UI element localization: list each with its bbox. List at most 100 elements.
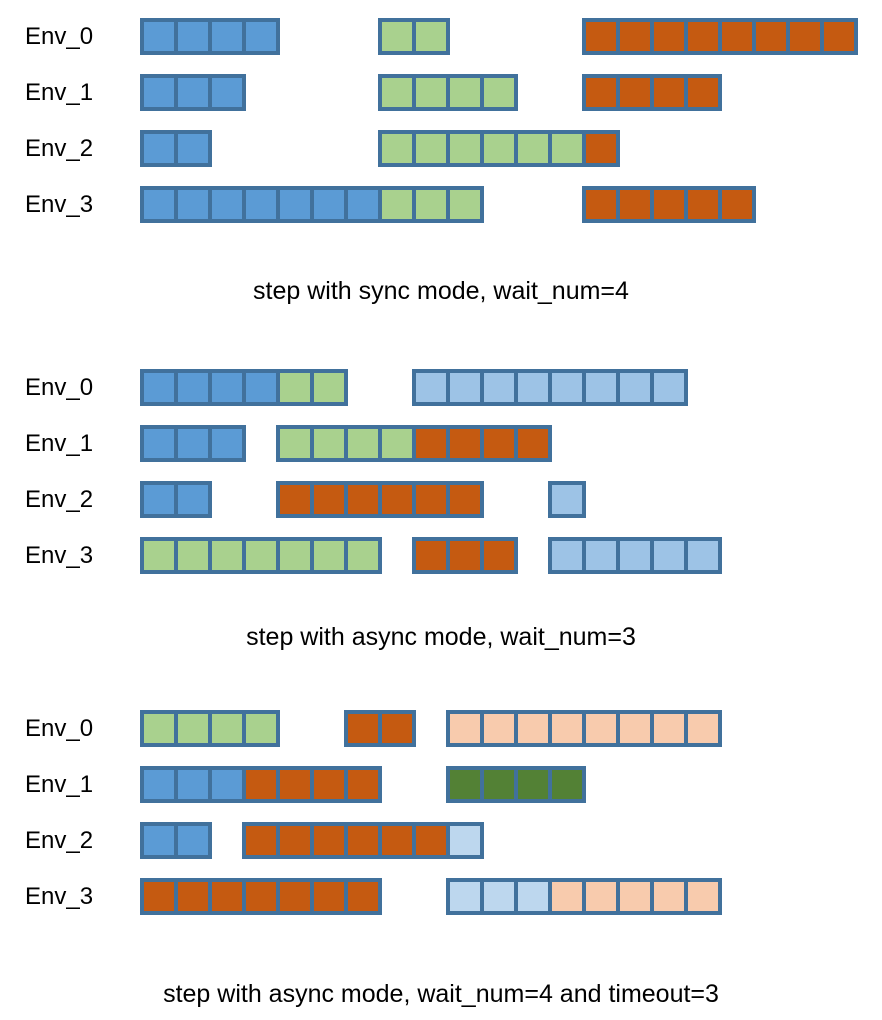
- env-row: Env_0: [0, 18, 882, 55]
- step-cell-light_blue: [552, 373, 582, 402]
- step-block: [140, 425, 246, 462]
- step-cell-light_blue: [586, 373, 616, 402]
- step-block: [140, 18, 280, 55]
- step-cell-green: [246, 714, 276, 743]
- step-cell-pale_orange: [620, 714, 650, 743]
- step-cell-busy_blue: [144, 22, 174, 51]
- step-cell-pale_orange: [620, 882, 650, 911]
- step-cell-pale_blue: [484, 882, 514, 911]
- step-cell-green: [280, 373, 310, 402]
- step-cell-green: [382, 22, 412, 51]
- step-cell-busy_blue: [178, 429, 208, 458]
- step-cell-orange: [790, 22, 820, 51]
- step-cell-orange: [450, 485, 480, 514]
- step-block: [412, 369, 688, 406]
- env-row: Env_3: [0, 878, 882, 915]
- env-row: Env_0: [0, 710, 882, 747]
- step-cell-orange: [756, 22, 786, 51]
- step-block: [276, 481, 484, 518]
- step-cell-green: [314, 373, 344, 402]
- step-block: [446, 710, 722, 747]
- step-cell-orange: [382, 826, 412, 855]
- step-block: [242, 822, 484, 859]
- step-cell-orange: [620, 190, 650, 219]
- step-cell-orange: [586, 22, 616, 51]
- step-cell-orange: [586, 78, 616, 107]
- step-cell-orange: [280, 770, 310, 799]
- step-cell-pale_orange: [688, 714, 718, 743]
- env-label: Env_0: [25, 715, 94, 742]
- env-row: Env_3: [0, 186, 882, 223]
- step-cell-orange: [348, 770, 378, 799]
- env-row: Env_2: [0, 822, 882, 859]
- step-cell-busy_blue: [314, 190, 344, 219]
- env-label: Env_2: [25, 486, 94, 513]
- step-cell-orange: [178, 882, 208, 911]
- step-block: [378, 74, 518, 111]
- step-cell-green: [314, 541, 344, 570]
- step-block: [140, 186, 484, 223]
- step-cell-green: [382, 429, 412, 458]
- step-block: [140, 766, 382, 803]
- step-cell-green: [178, 541, 208, 570]
- step-cell-green: [416, 22, 446, 51]
- step-cell-orange: [620, 78, 650, 107]
- step-cell-pale_orange: [552, 714, 582, 743]
- step-cell-orange: [314, 485, 344, 514]
- step-cell-busy_blue: [178, 78, 208, 107]
- step-cell-busy_blue: [178, 22, 208, 51]
- step-cell-light_blue: [620, 373, 650, 402]
- step-cell-pale_orange: [586, 882, 616, 911]
- step-cell-green: [382, 134, 412, 163]
- step-cell-green: [416, 190, 446, 219]
- step-cell-pale_orange: [552, 882, 582, 911]
- step-cell-busy_blue: [144, 190, 174, 219]
- step-cell-orange: [586, 134, 616, 163]
- step-cell-busy_blue: [212, 429, 242, 458]
- step-cell-orange: [280, 485, 310, 514]
- step-cell-green: [212, 541, 242, 570]
- step-cell-green: [450, 78, 480, 107]
- step-cell-light_blue: [518, 373, 548, 402]
- env-label: Env_3: [25, 542, 94, 569]
- step-cell-orange: [586, 190, 616, 219]
- env-row: Env_1: [0, 74, 882, 111]
- step-cell-pale_orange: [654, 714, 684, 743]
- env-row: Env_1: [0, 766, 882, 803]
- step-cell-orange: [416, 826, 446, 855]
- env-label: Env_2: [25, 827, 94, 854]
- step-block: [344, 710, 416, 747]
- step-block: [446, 766, 586, 803]
- step-cell-dark_green: [450, 770, 480, 799]
- step-block: [140, 878, 382, 915]
- step-block: [548, 537, 722, 574]
- step-cell-busy_blue: [178, 373, 208, 402]
- step-cell-busy_blue: [178, 485, 208, 514]
- step-cell-pale_orange: [518, 714, 548, 743]
- step-block: [582, 186, 756, 223]
- step-cell-light_blue: [416, 373, 446, 402]
- step-cell-pale_orange: [654, 882, 684, 911]
- step-cell-orange: [450, 429, 480, 458]
- env-label: Env_2: [25, 135, 94, 162]
- env-row: Env_0: [0, 369, 882, 406]
- step-cell-green: [450, 134, 480, 163]
- step-cell-orange: [280, 826, 310, 855]
- step-block: [582, 18, 858, 55]
- step-cell-green: [382, 190, 412, 219]
- step-cell-light_blue: [552, 541, 582, 570]
- step-cell-busy_blue: [144, 770, 174, 799]
- step-cell-green: [314, 429, 344, 458]
- step-block: [446, 878, 722, 915]
- step-cell-green: [144, 714, 174, 743]
- step-cell-light_blue: [654, 541, 684, 570]
- step-cell-orange: [450, 541, 480, 570]
- step-cell-orange: [314, 826, 344, 855]
- step-cell-orange: [620, 22, 650, 51]
- step-cell-orange: [484, 541, 514, 570]
- step-cell-light_blue: [450, 373, 480, 402]
- step-block: [378, 18, 450, 55]
- env-label: Env_0: [25, 374, 94, 401]
- step-cell-pale_orange: [688, 882, 718, 911]
